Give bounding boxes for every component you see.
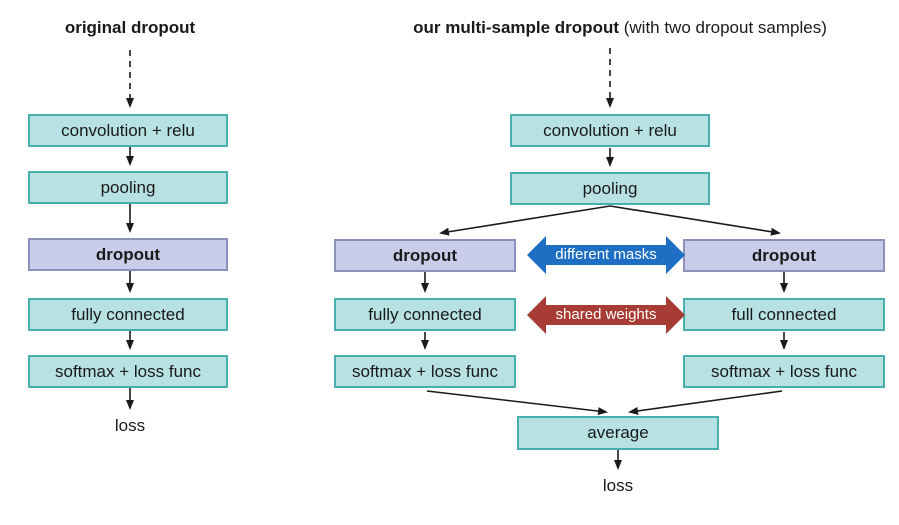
branchL-softmax-to-average-arrow bbox=[426, 390, 608, 416]
node-average: average bbox=[517, 416, 719, 450]
shared-weights-arrow: shared weights bbox=[527, 295, 685, 334]
node-convolution-relu-right: convolution + relu bbox=[510, 114, 710, 147]
node-softmax-loss-branch-right: softmax + loss func bbox=[683, 355, 885, 388]
right-diagram-title: our multi-sample dropout (with two dropo… bbox=[340, 18, 899, 38]
node-full-connected-branch-right: full connected bbox=[683, 298, 885, 331]
node-dropout-branch-right: dropout bbox=[683, 239, 885, 272]
node-dropout-branch-left: dropout bbox=[334, 239, 516, 272]
node-dropout-left: dropout bbox=[28, 238, 228, 271]
node-softmax-loss-branch-left: softmax + loss func bbox=[334, 355, 516, 388]
different-masks-arrow: different masks bbox=[527, 235, 685, 274]
node-convolution-relu-left: convolution + relu bbox=[28, 114, 228, 147]
right-title-bold: our multi-sample dropout bbox=[413, 18, 619, 37]
loss-label-left: loss bbox=[114, 416, 146, 435]
split-to-left-dropout-arrow bbox=[439, 205, 611, 236]
node-fully-connected-branch-left: fully connected bbox=[334, 298, 516, 331]
node-softmax-loss-left: softmax + loss func bbox=[28, 355, 228, 388]
split-to-right-dropout-arrow bbox=[609, 205, 781, 236]
left-diagram-title: original dropout bbox=[64, 18, 196, 37]
node-fully-connected-left: fully connected bbox=[28, 298, 228, 331]
right-title-rest: (with two dropout samples) bbox=[619, 18, 827, 37]
node-pooling-right: pooling bbox=[510, 172, 710, 205]
loss-label-right: loss bbox=[602, 476, 634, 495]
branchR-softmax-to-average-arrow bbox=[628, 390, 783, 415]
node-pooling-left: pooling bbox=[28, 171, 228, 204]
shared-weights-label: shared weights bbox=[555, 306, 657, 323]
different-masks-label: different masks bbox=[555, 246, 657, 263]
